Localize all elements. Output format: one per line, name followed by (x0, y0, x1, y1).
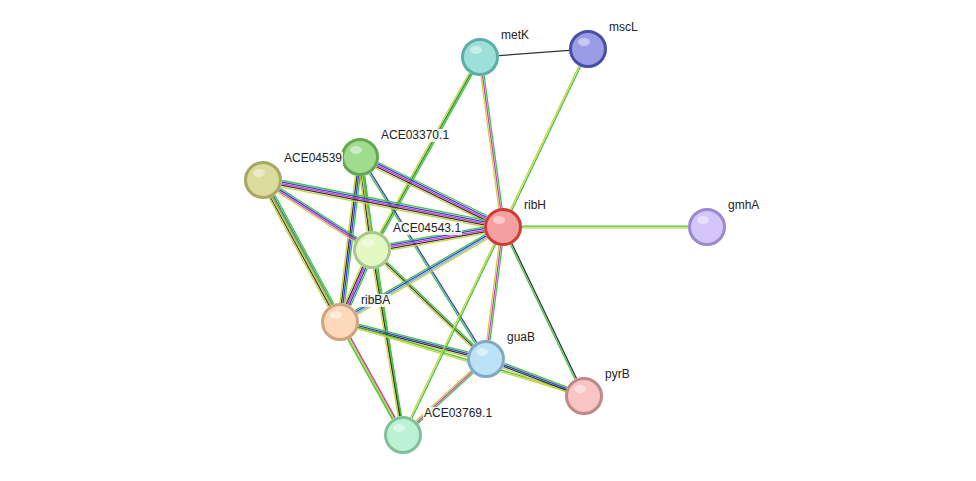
evidence-line (522, 227, 688, 228)
node-label: mscL (608, 21, 639, 34)
node-highlight (350, 146, 362, 154)
node-highlight (493, 216, 505, 224)
evidence-line (522, 226, 688, 227)
evidence-line (484, 76, 502, 208)
evidence-line (387, 262, 474, 345)
node-highlight (697, 216, 709, 224)
evidence-line (386, 263, 473, 346)
node-label: ACE03370.1 (380, 129, 450, 142)
evidence-line (512, 244, 577, 379)
interaction-edge (281, 181, 485, 227)
protein-node: ACE03370.1 (341, 138, 379, 176)
evidence-line (349, 339, 393, 419)
node-label: ribH (523, 199, 547, 212)
protein-node: ACE04539 (244, 161, 282, 199)
protein-node: pyrB (565, 377, 603, 415)
interaction-edge (510, 244, 576, 379)
evidence-line (359, 324, 468, 352)
node-label: ACE04543.1 (392, 222, 462, 235)
node-highlight (253, 169, 265, 177)
node-highlight (574, 385, 586, 393)
evidence-line (269, 198, 328, 307)
evidence-line (499, 50, 569, 55)
node-label: metK (500, 29, 530, 42)
node-highlight (470, 46, 482, 54)
evidence-line (503, 368, 565, 392)
evidence-line (351, 338, 395, 418)
protein-node: ACE04543.1 (353, 231, 391, 269)
evidence-line (504, 365, 566, 389)
protein-node: mscL (569, 30, 607, 68)
evidence-line (503, 366, 565, 390)
evidence-line (483, 76, 501, 208)
evidence-line (282, 184, 485, 224)
evidence-line (377, 165, 486, 218)
interaction-edge (510, 66, 580, 210)
evidence-line (512, 66, 581, 210)
protein-node: metK (461, 38, 499, 76)
evidence-line (490, 246, 502, 340)
evidence-line (481, 76, 499, 208)
interaction-edge (481, 76, 502, 209)
evidence-line (488, 246, 500, 340)
evidence-line (273, 196, 395, 418)
evidence-line (281, 187, 484, 227)
evidence-line (345, 266, 362, 303)
node-label: gmhA (727, 199, 760, 212)
evidence-line (282, 182, 485, 222)
interaction-edge (487, 246, 502, 341)
protein-node: ribH (484, 208, 522, 246)
evidence-line (412, 244, 496, 418)
evidence-line (510, 66, 579, 210)
evidence-line (505, 363, 567, 387)
evidence-line (376, 168, 485, 221)
node-label: ribBA (360, 294, 391, 307)
protein-node: gmhA (688, 208, 726, 246)
evidence-line (281, 185, 484, 225)
node-label: ACE03769.1 (423, 407, 493, 420)
interaction-edge (499, 50, 569, 55)
evidence-line (271, 197, 393, 419)
node-highlight (578, 38, 590, 46)
interaction-edge (522, 226, 688, 228)
interaction-edge (271, 196, 394, 418)
node-label: guaB (506, 331, 536, 344)
node-label: ACE04539 (283, 152, 343, 165)
protein-node: ACE03769.1 (384, 416, 422, 454)
evidence-line (510, 244, 575, 379)
interaction-edge (358, 324, 468, 356)
evidence-line (275, 195, 334, 304)
evidence-line (348, 339, 392, 419)
protein-node: ribBA (321, 303, 359, 341)
node-highlight (393, 424, 405, 432)
interaction-edge (348, 338, 395, 419)
evidence-line (271, 197, 330, 306)
node-label: pyrB (604, 368, 631, 381)
protein-node: guaB (467, 340, 505, 378)
evidence-line (359, 326, 468, 354)
node-highlight (362, 239, 374, 247)
node-highlight (330, 311, 342, 319)
interaction-edge (503, 363, 567, 391)
node-highlight (476, 348, 488, 356)
